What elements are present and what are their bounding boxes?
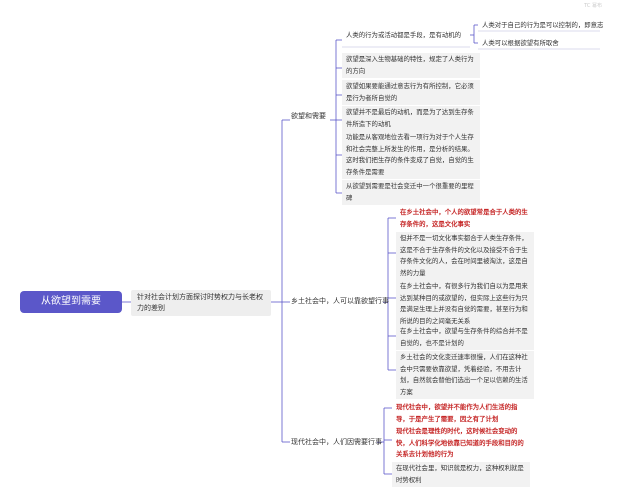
motive-item-2[interactable]: 人类可以根据欲望有所取舍 <box>482 39 559 47</box>
root-node[interactable]: 从欲望到需要 <box>20 291 122 313</box>
rural-item-5[interactable]: 乡土社会的文化变迁速率很慢，人们在这种社会中只需要依靠欲望，凭着经验，不用去计划… <box>396 351 534 399</box>
modern-item-1[interactable]: 现代社会中，欲望并不能作为人们生活的指导，于是产生了需要，因之有了计划 <box>396 403 518 423</box>
desire-item-3[interactable]: 欲望如果要能通过意志行为有所控制，它必须是行为者所自觉的 <box>342 80 480 105</box>
modern-item-2[interactable]: 现代社会是理性的时代，这时候社会变动的快，人们科学化地依靠已知道的手段和目的的关… <box>396 427 524 458</box>
rural-item-4[interactable]: 在乡土社会中，欲望与生存条件的综合并不是自觉的，也不是计划的 <box>396 325 534 350</box>
desire-item-5[interactable]: 功能是从客观地位去看一项行为对于个人生存和社会完整上所发生的作用，是分析的结果。… <box>342 131 480 179</box>
central-topic-node[interactable]: 针对社会计划方面探讨时势权力与长老权力的差别 <box>131 290 271 316</box>
branch-modern-society[interactable]: 现代社会中，人们因需要行事 <box>291 438 382 446</box>
branch-desire-and-need[interactable]: 欲望和需要 <box>291 112 326 120</box>
rural-item-3[interactable]: 在乡土社会中，有很多行为我们自以为是用来达到某种目的或欲望的，但实际上这些行为只… <box>396 280 534 328</box>
rural-item-1[interactable]: 在乡土社会中，个人的欲望常是合于人类的生存条件的，这是文化事实 <box>400 208 528 228</box>
branch-rural-society[interactable]: 乡土社会中，人可以靠欲望行事 <box>291 297 389 305</box>
modern-item-3[interactable]: 在现代社会里，知识就是权力，这种权利就是时势权利 <box>392 462 530 487</box>
desire-item-6[interactable]: 从欲望到需要是社会变迁中一个很重要的里程碑 <box>342 180 480 205</box>
desire-item-2[interactable]: 欲望是深入生物基础的特性，规定了人类行为的方向 <box>342 53 480 78</box>
watermark: TC 幂布 <box>584 3 602 9</box>
motive-item-1[interactable]: 人类对于自己的行为是可以控制的，即意志 <box>482 21 604 29</box>
rural-item-2[interactable]: 但并不是一切文化事实都合于人类生存条件，这是不合于生存条件的文化以及接受不合于生… <box>396 232 534 280</box>
desire-item-4[interactable]: 欲望并不是最后的动机，而是为了达到生存条件所造下的动机 <box>342 106 480 131</box>
desire-item-1[interactable]: 人类的行为或活动都是手段，是有动机的 <box>346 31 462 39</box>
